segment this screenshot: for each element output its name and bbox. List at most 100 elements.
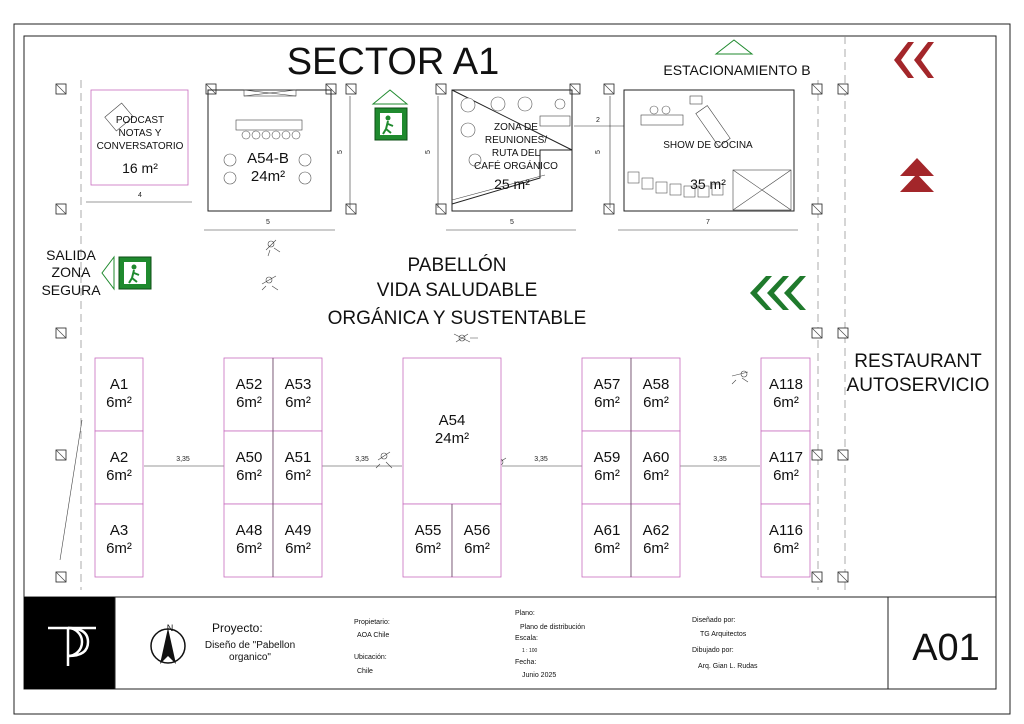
- room-area: 16 m²: [122, 160, 158, 176]
- company-logo: [48, 626, 96, 666]
- stand-id: A49: [285, 522, 312, 539]
- stand-area: 6m²: [594, 394, 620, 411]
- stand-area: 6m²: [285, 467, 311, 484]
- stand-id: A57: [594, 376, 621, 393]
- stand-area: 6m²: [236, 540, 262, 557]
- room-show-cocina: SHOW DE COCINA 35 m² 7 5: [595, 89, 798, 231]
- stand-id: A55: [415, 522, 442, 539]
- column-marker: [435, 203, 447, 215]
- stand-a55: A55 6m²: [402, 503, 453, 578]
- stand-a117: A117 6m²: [760, 430, 811, 505]
- column-marker: [55, 203, 67, 215]
- parking-label: ESTACIONAMIENTO B: [663, 62, 810, 78]
- dimension-label: 5: [510, 219, 514, 226]
- dimension-label: 7: [706, 219, 710, 226]
- parking-arrow-icon: [714, 39, 754, 55]
- column-marker: [837, 327, 849, 339]
- outer-frame: [13, 23, 1011, 715]
- up-double-chevron-icon: [900, 158, 934, 192]
- stand-a50: A50 6m²: [223, 430, 274, 505]
- location-label: Ubicación:: [354, 654, 387, 661]
- stand-a57: A57 6m²: [581, 357, 632, 432]
- left-triple-chevron-icon: [750, 276, 806, 310]
- column-marker: [345, 83, 357, 95]
- project-name-line: Diseño de "Pabellon: [205, 640, 295, 651]
- dimension-label: 3,35: [355, 456, 369, 463]
- owner-label: Propietario:: [354, 619, 390, 626]
- exit-label-line: SALIDA: [46, 247, 96, 263]
- stand-id: A54: [439, 412, 466, 429]
- scale-label: Escala:: [515, 635, 538, 642]
- stand-a53: A53 6m²: [272, 357, 323, 432]
- dimension-label: 3,35: [176, 456, 190, 463]
- exit-sign-left: [101, 255, 152, 291]
- exit-sign-top: [371, 89, 409, 141]
- stand-a48: A48 6m²: [223, 503, 274, 578]
- column-marker: [55, 83, 67, 95]
- stand-id: A52: [236, 376, 263, 393]
- dimension-label: 5: [266, 219, 270, 226]
- plan-label: Plano:: [515, 610, 535, 617]
- stand-id: A58: [643, 376, 670, 393]
- project-label: Proyecto:: [212, 621, 263, 635]
- dimension-label: 5: [425, 150, 432, 154]
- column-marker: [837, 571, 849, 583]
- person-figure-icon: [265, 239, 281, 257]
- sheet-number: A01: [912, 627, 980, 669]
- stand-id: A118: [769, 376, 803, 393]
- stands: A1 6m² A2 6m² A3 6m² A52 6m² A53 6m² A50…: [94, 357, 811, 578]
- stand-id: A61: [594, 522, 621, 539]
- north-label: N: [167, 623, 174, 633]
- column-marker: [603, 203, 615, 215]
- stand-a54: A54 24m²: [402, 357, 502, 505]
- drawn-label: Dibujado por:: [692, 647, 734, 654]
- stand-a59: A59 6m²: [581, 430, 632, 505]
- stand-area: 6m²: [236, 394, 262, 411]
- stand-a62: A62 6m²: [630, 503, 681, 578]
- stand-a116: A116 6m²: [760, 503, 811, 578]
- dimension-label: 2: [596, 117, 600, 124]
- stand-area: 6m²: [643, 467, 669, 484]
- hatch-line: [59, 419, 83, 561]
- inner-frame: [23, 35, 997, 690]
- dimension-label: 4: [138, 192, 142, 199]
- scale-value: 1 : 100: [522, 648, 538, 654]
- drawn-value: Arq. Gian L. Rudas: [698, 663, 758, 670]
- dimension-label: 5: [337, 150, 344, 154]
- stand-area: 6m²: [464, 540, 490, 557]
- pavilion-label-line: ORGÁNICA Y SUSTENTABLE: [328, 308, 587, 329]
- stand-area: 6m²: [106, 540, 132, 557]
- project-name-line: organico": [229, 652, 271, 663]
- stand-area: 6m²: [773, 540, 799, 557]
- stand-area: 6m²: [643, 540, 669, 557]
- plan-value: Plano de distribución: [520, 624, 585, 631]
- dimension-label: 3,35: [713, 456, 727, 463]
- stand-area: 6m²: [236, 467, 262, 484]
- designed-label: Diseñado por:: [692, 617, 736, 624]
- stand-a3: A3 6m²: [94, 503, 144, 578]
- owner-value: AOA Chile: [357, 632, 389, 639]
- stand-id: A48: [236, 522, 263, 539]
- column-marker: [55, 327, 67, 339]
- column-marker: [55, 571, 67, 583]
- pavilion-label-line: PABELLÓN: [408, 254, 507, 276]
- stand-area: 24m²: [435, 430, 469, 447]
- stand-a58: A58 6m²: [630, 357, 681, 432]
- columns: [55, 83, 849, 583]
- stand-id: A56: [464, 522, 491, 539]
- room-label-line: ZONA DE: [494, 122, 538, 133]
- stand-id: A62: [643, 522, 670, 539]
- stand-a1: A1 6m²: [94, 357, 144, 432]
- room-label-line: REUNIONES/: [485, 135, 547, 146]
- column-marker: [603, 83, 615, 95]
- column-marker: [811, 571, 823, 583]
- exit-label-line: ZONA: [52, 264, 92, 280]
- location-value: Chile: [357, 668, 373, 675]
- sector-title: SECTOR A1: [287, 41, 500, 83]
- room-a54b: A54-B 24m² 5 5: [204, 89, 351, 231]
- stand-id: A51: [285, 449, 312, 466]
- stand-area: 6m²: [594, 467, 620, 484]
- column-marker: [345, 203, 357, 215]
- room-label-line: NOTAS Y: [119, 128, 162, 139]
